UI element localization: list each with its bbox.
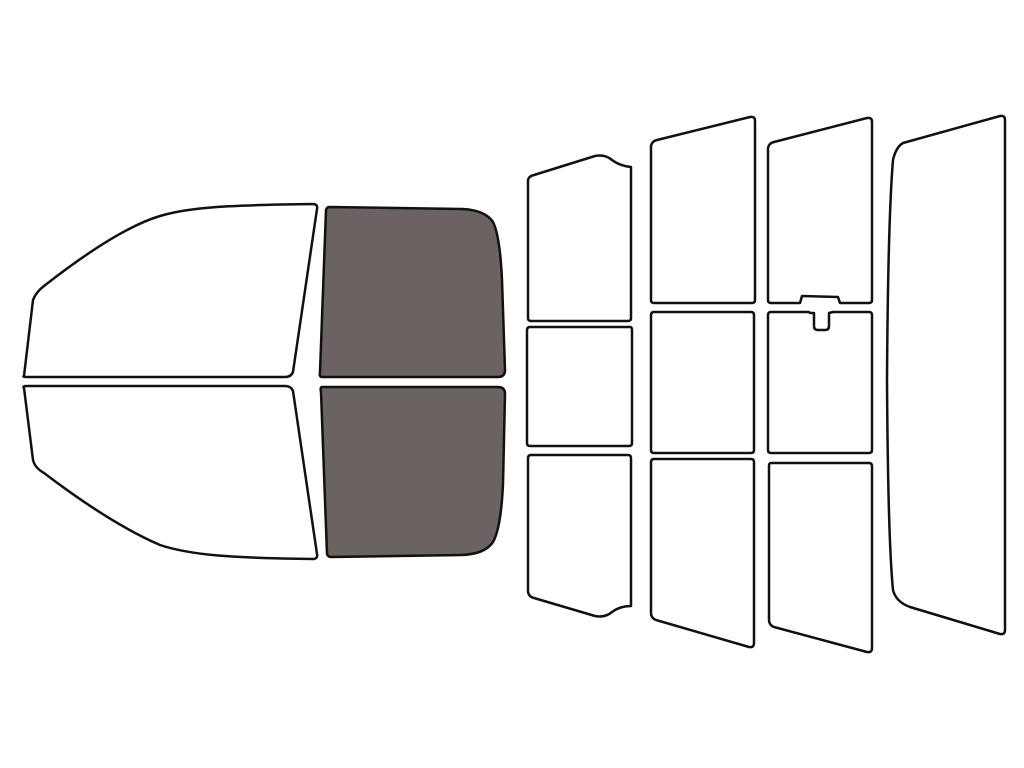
rear-section-1-bottom-panel[interactable]: [526, 453, 633, 618]
rear-section-2-bottom-panel[interactable]: [649, 457, 756, 649]
rear-section-3-bottom-panel[interactable]: [767, 461, 874, 654]
front-door-upper-panel[interactable]: [318, 205, 507, 379]
rear-section-1-top-panel[interactable]: [526, 154, 633, 323]
back-window-panel[interactable]: [885, 114, 1007, 636]
windshield-upper-left-panel[interactable]: [22, 202, 319, 379]
rear-section-2-middle-panel[interactable]: [649, 310, 756, 455]
rear-section-3-middle-panel[interactable]: [766, 310, 874, 455]
rear-section-3-top-panel[interactable]: [766, 116, 874, 305]
rear-section-1-middle-panel[interactable]: [525, 325, 634, 448]
windshield-lower-left-panel[interactable]: [22, 384, 319, 561]
front-door-lower-panel[interactable]: [319, 385, 507, 559]
rear-section-2-top-panel[interactable]: [649, 115, 757, 305]
